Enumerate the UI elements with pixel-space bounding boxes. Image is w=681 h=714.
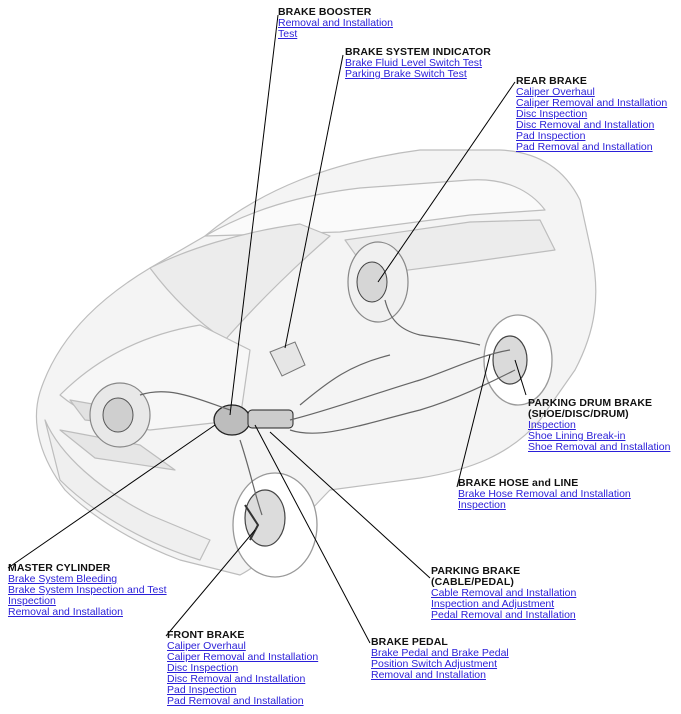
- callout-parking-brake: PARKING BRAKE (CABLE/PEDAL) Cable Remova…: [431, 566, 576, 621]
- callout-brake-booster: BRAKE BOOSTER Removal and Installation T…: [278, 7, 393, 40]
- callout-parking-drum-brake: PARKING DRUM BRAKE (SHOE/DISC/DRUM) Insp…: [528, 398, 670, 453]
- drum-brake-link-shoe-removal[interactable]: Shoe Removal and Installation: [528, 442, 670, 453]
- callout-master-cylinder: MASTER CYLINDER Brake System Bleeding Br…: [8, 563, 167, 618]
- callout-brake-system-indicator: BRAKE SYSTEM INDICATOR Brake Fluid Level…: [345, 47, 491, 80]
- wheel-rear-right: [484, 315, 552, 405]
- master-cylinder-link-removal[interactable]: Removal and Installation: [8, 607, 167, 618]
- brake-pedal-link-removal[interactable]: Removal and Installation: [371, 670, 509, 681]
- front-brake-link-pad-removal[interactable]: Pad Removal and Installation: [167, 696, 318, 707]
- callout-front-brake: FRONT BRAKE Caliper Overhaul Caliper Rem…: [167, 630, 318, 707]
- rear-brake-link-pad-removal[interactable]: Pad Removal and Installation: [516, 142, 667, 153]
- callout-brake-pedal: BRAKE PEDAL Brake Pedal and Brake Pedal …: [371, 637, 509, 681]
- brake-booster-link-test[interactable]: Test: [278, 29, 393, 40]
- callout-rear-brake: REAR BRAKE Caliper Overhaul Caliper Remo…: [516, 76, 667, 153]
- wheel-front-right: [233, 473, 317, 577]
- brake-hose-link-inspection[interactable]: Inspection: [458, 500, 631, 511]
- wheel-front-left: [90, 383, 150, 447]
- parking-brake-link-pedal-removal[interactable]: Pedal Removal and Installation: [431, 610, 576, 621]
- indicator-link-parking-switch[interactable]: Parking Brake Switch Test: [345, 69, 491, 80]
- callout-brake-hose-and-line: BRAKE HOSE and LINE Brake Hose Removal a…: [458, 478, 631, 511]
